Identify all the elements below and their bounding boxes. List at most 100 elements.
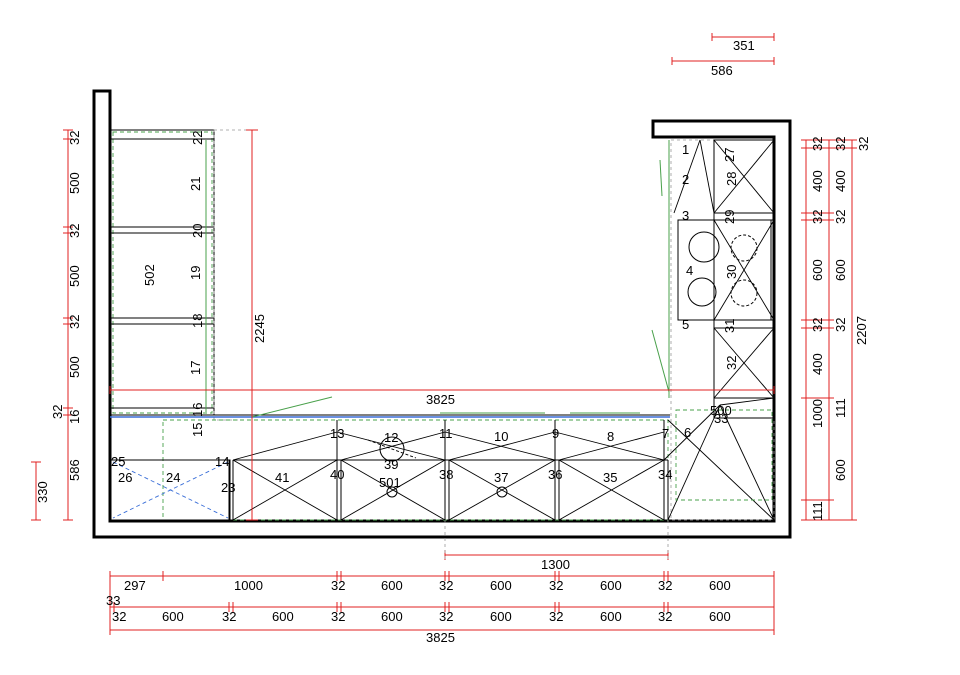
- cabinet-number-39: 39: [384, 457, 398, 472]
- cabinet-number-13: 13: [330, 426, 344, 441]
- cabinet-x: [558, 459, 665, 521]
- corner-diag: [667, 404, 721, 521]
- right-ticks: [801, 139, 857, 521]
- green-mark: [651, 329, 670, 393]
- sink-axis: [367, 439, 417, 459]
- shelf-500: [713, 397, 775, 419]
- dim-label: 32: [658, 609, 672, 624]
- cabinet-number-32: 32: [724, 356, 739, 370]
- dim-label: 32: [331, 578, 345, 593]
- corner-green-outline: [675, 409, 773, 501]
- dim-label: 32: [112, 609, 126, 624]
- dim-label: 111: [833, 398, 848, 418]
- cabinet-number-33: 33: [714, 411, 728, 426]
- cabinet-number-37: 37: [494, 470, 508, 485]
- dim-label: 600: [490, 609, 512, 624]
- dim-label: 600: [709, 578, 731, 593]
- left-wall-cabinets: [110, 129, 253, 421]
- dim-label: 600: [600, 609, 622, 624]
- dim-label: 16: [67, 410, 82, 424]
- cabinet-number-31: 31: [722, 319, 737, 333]
- corner-diag: [719, 404, 775, 521]
- cabinet-number-7: 7: [662, 426, 669, 441]
- dimension-labels: 351 586 3825 2245 32 500 32 500 32 500 3…: [35, 38, 871, 645]
- cabinet-number-29: 29: [722, 210, 737, 224]
- cabinet-number-6: 6: [684, 425, 691, 440]
- upper-diag: [336, 431, 446, 461]
- dim-label: 32: [810, 137, 825, 151]
- dim-label: 297: [124, 578, 146, 593]
- dim-label: 586: [67, 459, 82, 481]
- dim-label: 32: [439, 609, 453, 624]
- cabinet-number-9: 9: [552, 426, 559, 441]
- dim-label: 32: [331, 609, 345, 624]
- cabinet-number-2: 2: [682, 172, 689, 187]
- corner-x: [112, 461, 229, 519]
- base-green-outline: [162, 419, 669, 521]
- cabinet-number-1: 1: [682, 142, 689, 157]
- cabinet-number-21: 21: [188, 177, 203, 191]
- corner-diag: [719, 397, 775, 406]
- dim-label: 32: [658, 578, 672, 593]
- cabinet-number-19: 19: [188, 266, 203, 280]
- cabinet-number-20: 20: [190, 224, 205, 238]
- dim-label: 32: [67, 224, 82, 238]
- dim-label: 33: [106, 593, 120, 608]
- dim-label: 400: [810, 353, 825, 375]
- corner-cabinet: [110, 459, 231, 521]
- dim-label: 32: [67, 315, 82, 329]
- cabinet-number-36: 36: [548, 467, 562, 482]
- cabinet-x: [713, 219, 775, 321]
- dim-label: 400: [810, 170, 825, 192]
- cabinet-number-3: 3: [682, 208, 689, 223]
- dim-label: 600: [272, 609, 294, 624]
- green-diagonal: [251, 396, 333, 418]
- cabinet-x: [713, 139, 775, 214]
- upper-diag: [340, 431, 446, 461]
- cabinet-x: [713, 327, 775, 399]
- dim-label: 600: [381, 609, 403, 624]
- burner-icon: [730, 234, 758, 262]
- dim-label: 3825: [426, 630, 455, 645]
- dim-label: 600: [810, 259, 825, 281]
- cabinet-number-16: 16: [190, 403, 205, 417]
- cabinet-number-5: 5: [682, 317, 689, 332]
- cabinet-x: [232, 459, 338, 521]
- bottom-ticks: [109, 571, 775, 635]
- cabinet-number-28: 28: [724, 172, 739, 186]
- cabinet-number-27: 27: [722, 148, 737, 162]
- right-column: [651, 139, 775, 521]
- knob-icon: [496, 486, 508, 498]
- cabinet-number-41: 41: [275, 470, 289, 485]
- dim-label: 32: [222, 609, 236, 624]
- dim-label: 600: [833, 259, 848, 281]
- dim-label: 500: [67, 356, 82, 378]
- cabinet-number-35: 35: [603, 470, 617, 485]
- dim-label: 32: [67, 131, 82, 145]
- dim-label: 586: [711, 63, 733, 78]
- cabinet-number-labels: 1 2 3 4 5 6 7 8 9 10 11 12 13 14 15 16 1…: [111, 131, 739, 495]
- cabinet-number-500: 500: [710, 403, 732, 418]
- corner-diag: [667, 419, 775, 521]
- dim-label: 600: [709, 609, 731, 624]
- dim-label: 3825: [426, 392, 455, 407]
- left-cabinet-green-outline: [112, 131, 213, 414]
- cabinet-number-38: 38: [439, 467, 453, 482]
- cabinet-number-4: 4: [686, 263, 693, 278]
- dim-label: 2207: [854, 316, 869, 345]
- burner-icon: [730, 279, 758, 307]
- door-swing: [673, 139, 701, 214]
- dim-label: 32: [810, 210, 825, 224]
- cabinet-number-26: 26: [118, 470, 132, 485]
- upper-diag: [444, 431, 556, 461]
- cabinet-number-34: 34: [658, 467, 672, 482]
- dim-label: 600: [833, 459, 848, 481]
- cabinet-number-25: 25: [111, 454, 125, 469]
- left-cabinet-grey-outline: [213, 129, 253, 421]
- right-grey-outline: [670, 139, 775, 521]
- dim-label: 400: [833, 170, 848, 192]
- cabinet-number-501: 501: [379, 475, 401, 490]
- cabinet-number-11: 11: [439, 426, 453, 441]
- dim-label: 32: [833, 210, 848, 224]
